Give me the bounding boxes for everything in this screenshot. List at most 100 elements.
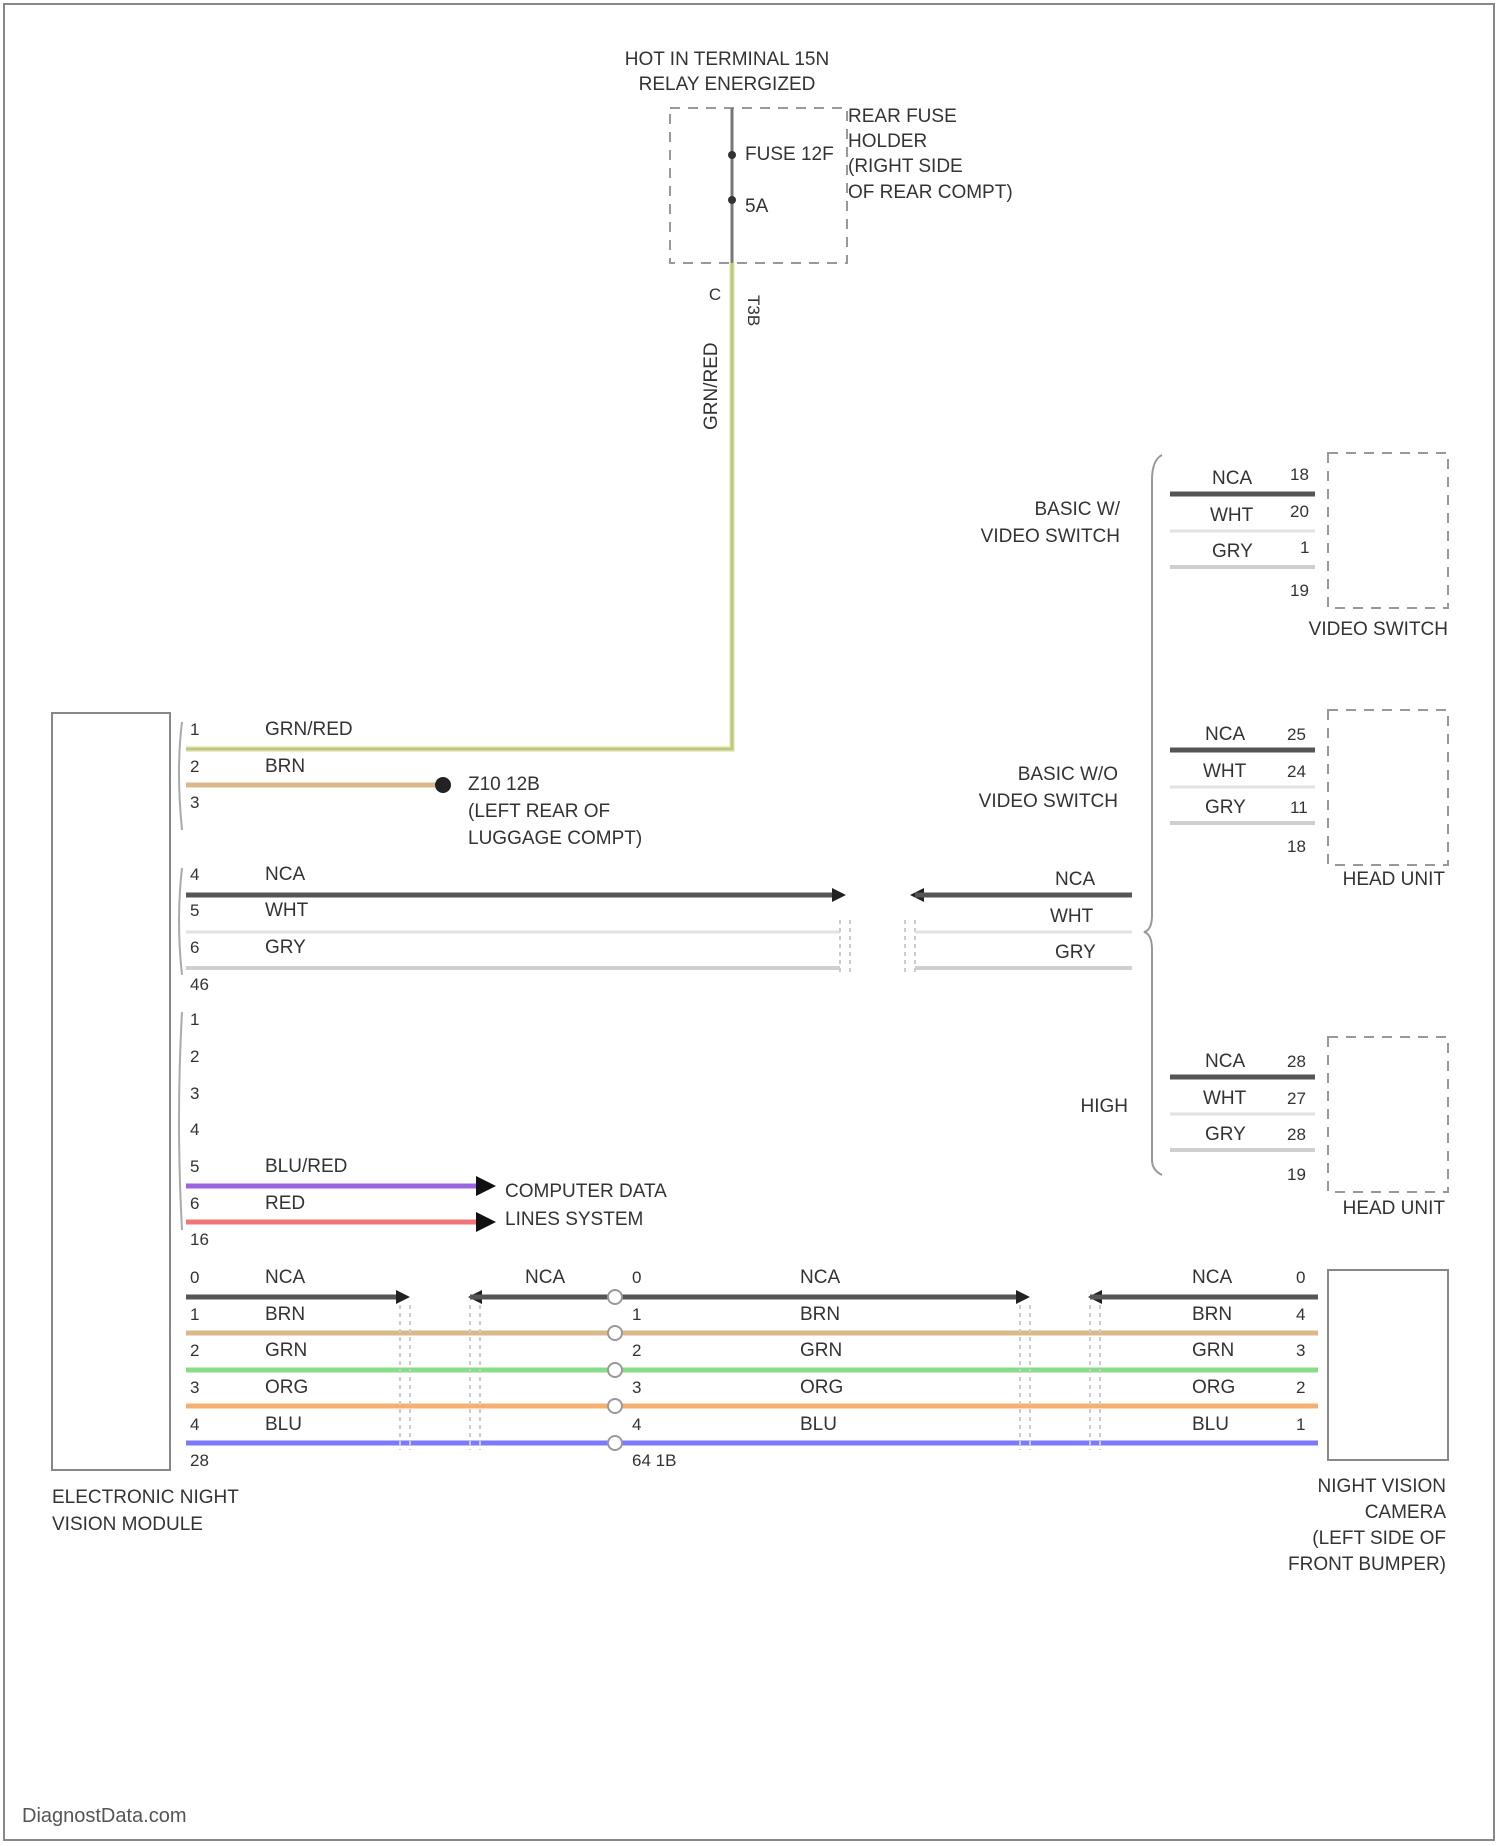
connector-c-bracket (179, 1012, 182, 1230)
module-connector-c-id: 16 (190, 1230, 209, 1249)
camera-mid-nca-1: NCA (525, 1267, 565, 1288)
wire-blu-red-arrow (476, 1176, 496, 1196)
option-3-wht-label: WHT (1203, 1088, 1247, 1109)
camera-mid-brn: BRN (800, 1304, 840, 1325)
connector-b-bracket (179, 868, 182, 975)
module-pin-d4: 4 (190, 1415, 199, 1434)
inline-pin-4: 4 (632, 1415, 641, 1434)
option-1-nca-label: NCA (1212, 468, 1252, 489)
camera-mid-grn: GRN (800, 1340, 842, 1361)
module-wire-gry-label: GRY (265, 937, 306, 958)
module-pin-c3: 3 (190, 1084, 199, 1103)
module-wire-red-label: RED (265, 1193, 305, 1214)
option-2-component: HEAD UNIT (1343, 869, 1446, 890)
fuse-holder-line4: OF REAR COMPT) (848, 182, 1013, 203)
module-pin-c2: 2 (190, 1047, 199, 1066)
wire-nca-arrow-left (832, 888, 846, 902)
video-switch-box (1328, 453, 1448, 608)
option-2-label-line1: BASIC W/O (1018, 764, 1118, 785)
camera-mid-blu: BLU (800, 1414, 837, 1435)
option-2-label-line2: VIDEO SWITCH (979, 791, 1118, 812)
ground-location-line1: (LEFT REAR OF (468, 801, 610, 822)
module-pin-d2: 2 (190, 1341, 199, 1360)
module-pin-b4: 4 (190, 865, 199, 884)
camera-mid-nca-2: NCA (800, 1267, 840, 1288)
module-pin-d0: 0 (190, 1268, 199, 1287)
camera-nca-arrow-1 (396, 1290, 410, 1304)
camera-right-nca: NCA (1192, 1267, 1232, 1288)
video-branch-wht-label: WHT (1050, 906, 1094, 927)
module-wire-nca-label: NCA (265, 864, 305, 885)
connector-a-bracket (179, 722, 182, 830)
fuse-connector-id: T3B (744, 295, 763, 326)
option-2-gry-label: GRY (1205, 797, 1246, 818)
module-wire-d-blu-label: BLU (265, 1414, 302, 1435)
camera-pin-3: 3 (1296, 1341, 1305, 1360)
head-unit-box-1 (1328, 710, 1448, 865)
option-2-pin-2: 24 (1287, 762, 1306, 781)
video-branch-gry-label: GRY (1055, 942, 1096, 963)
fuse-rating: 5A (745, 196, 769, 217)
option-3-label-line1: HIGH (1081, 1096, 1129, 1117)
inline-pin-1: 1 (632, 1305, 641, 1324)
can-label-line2: LINES SYSTEM (505, 1209, 643, 1230)
inline-connector-break (840, 920, 915, 975)
module-pin-c4: 4 (190, 1120, 199, 1139)
camera-name-line1: NIGHT VISION (1318, 1476, 1446, 1497)
option-1-pin-4: 19 (1290, 581, 1309, 600)
module-connector-d-id: 28 (190, 1451, 209, 1470)
module-wire-d-grn-label: GRN (265, 1340, 307, 1361)
module-pin-a1: 1 (190, 720, 199, 739)
camera-harness-break-1 (400, 1305, 480, 1450)
camera-harness-break-2 (1020, 1305, 1100, 1450)
option-1-gry-label: GRY (1212, 541, 1253, 562)
module-wire-d-nca-label: NCA (265, 1267, 305, 1288)
option-3-pin-2: 27 (1287, 1089, 1306, 1108)
option-2-pin-4: 18 (1287, 837, 1306, 856)
wire-grn-red-outline (186, 263, 732, 749)
module-connector-b-id: 46 (190, 975, 209, 994)
inline-connector-id: 64 1B (632, 1451, 676, 1470)
ground-location-line2: LUGGAGE COMPT) (468, 828, 642, 849)
module-pin-c5: 5 (190, 1157, 199, 1176)
module-name-line1: ELECTRONIC NIGHT (52, 1487, 239, 1508)
camera-nca-arrow-3 (1016, 1290, 1030, 1304)
option-1-pin-3: 1 (1300, 538, 1309, 557)
module-wire-wht-label: WHT (265, 900, 309, 921)
camera-pin-2: 2 (1296, 1378, 1305, 1397)
module-pin-a3: 3 (190, 793, 199, 812)
night-vision-camera-box (1328, 1270, 1448, 1460)
option-3-pin-1: 28 (1287, 1052, 1306, 1071)
wire-grn-red (186, 263, 732, 749)
fuse-holder-line1: REAR FUSE (848, 106, 957, 127)
option-3-nca-label: NCA (1205, 1051, 1245, 1072)
camera-name-line3: (LEFT SIDE OF (1312, 1528, 1446, 1549)
diagram-frame (4, 4, 1494, 1840)
watermark: DiagnostData.com (22, 1805, 187, 1827)
module-pin-d3: 3 (190, 1378, 199, 1397)
option-3-component: HEAD UNIT (1343, 1198, 1446, 1219)
option-1-pin-2: 20 (1290, 502, 1309, 521)
options-brace (1144, 455, 1162, 1175)
camera-right-org: ORG (1192, 1377, 1235, 1398)
inline-pin-3: 3 (632, 1378, 641, 1397)
inline-connector (608, 1290, 622, 1450)
night-vision-module-box (52, 713, 170, 1470)
ground-point-icon (435, 777, 451, 793)
option-3-pin-3: 28 (1287, 1125, 1306, 1144)
option-2-pin-3: 11 (1290, 798, 1308, 817)
power-title-line2: RELAY ENERGIZED (639, 74, 816, 95)
power-title-line1: HOT IN TERMINAL 15N (625, 49, 829, 70)
module-wire-d-brn-label: BRN (265, 1304, 305, 1325)
can-label-line1: COMPUTER DATA (505, 1181, 667, 1202)
module-pin-b6: 6 (190, 938, 199, 957)
module-wire-blu-red-label: BLU/RED (265, 1156, 347, 1177)
camera-name-line4: FRONT BUMPER) (1288, 1554, 1446, 1575)
module-wire-grn-red-label: GRN/RED (265, 719, 353, 740)
inline-pin-2: 2 (632, 1341, 641, 1360)
module-name-line2: VISION MODULE (52, 1514, 203, 1535)
module-pin-d1: 1 (190, 1305, 199, 1324)
fuse-connector-pin: C (709, 285, 721, 304)
fuse-name: FUSE 12F (745, 144, 834, 165)
